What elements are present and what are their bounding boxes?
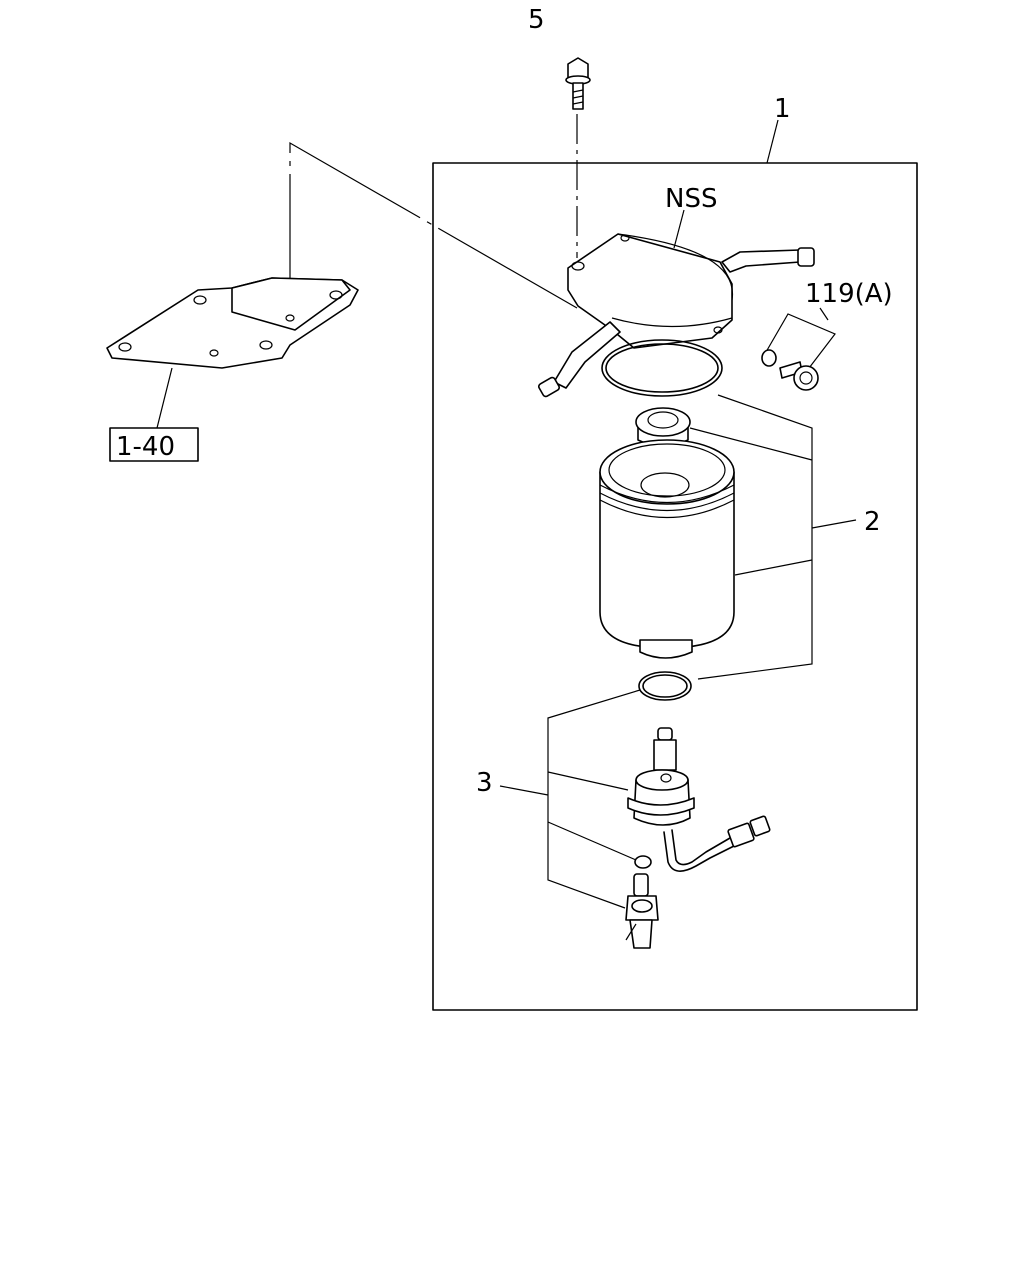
mounting-bracket [106, 277, 359, 369]
o-ring-small [761, 349, 777, 367]
filter-head [538, 233, 815, 398]
callout-sensor-kit: 3 [476, 768, 493, 798]
filter-cartridge [599, 439, 735, 659]
callout-filter-kit: 2 [864, 507, 881, 537]
bolt-part [565, 57, 591, 110]
callout-assembly: 1 [774, 94, 791, 124]
assembly-frame [432, 162, 918, 1011]
large-o-ring [601, 339, 723, 397]
ref-page-box[interactable]: 1-40 [109, 427, 199, 462]
leader-lines [156, 114, 857, 909]
callout-119a: 119(A) [805, 279, 893, 309]
small-seal [634, 855, 652, 869]
bolt-119a [779, 361, 819, 391]
callout-bolt: 5 [528, 5, 545, 35]
water-sensor [627, 727, 771, 872]
drain-plug [625, 873, 659, 949]
callout-nss: NSS [665, 184, 717, 214]
lower-o-ring [638, 671, 692, 701]
ref-page-label: 1-40 [116, 432, 175, 462]
